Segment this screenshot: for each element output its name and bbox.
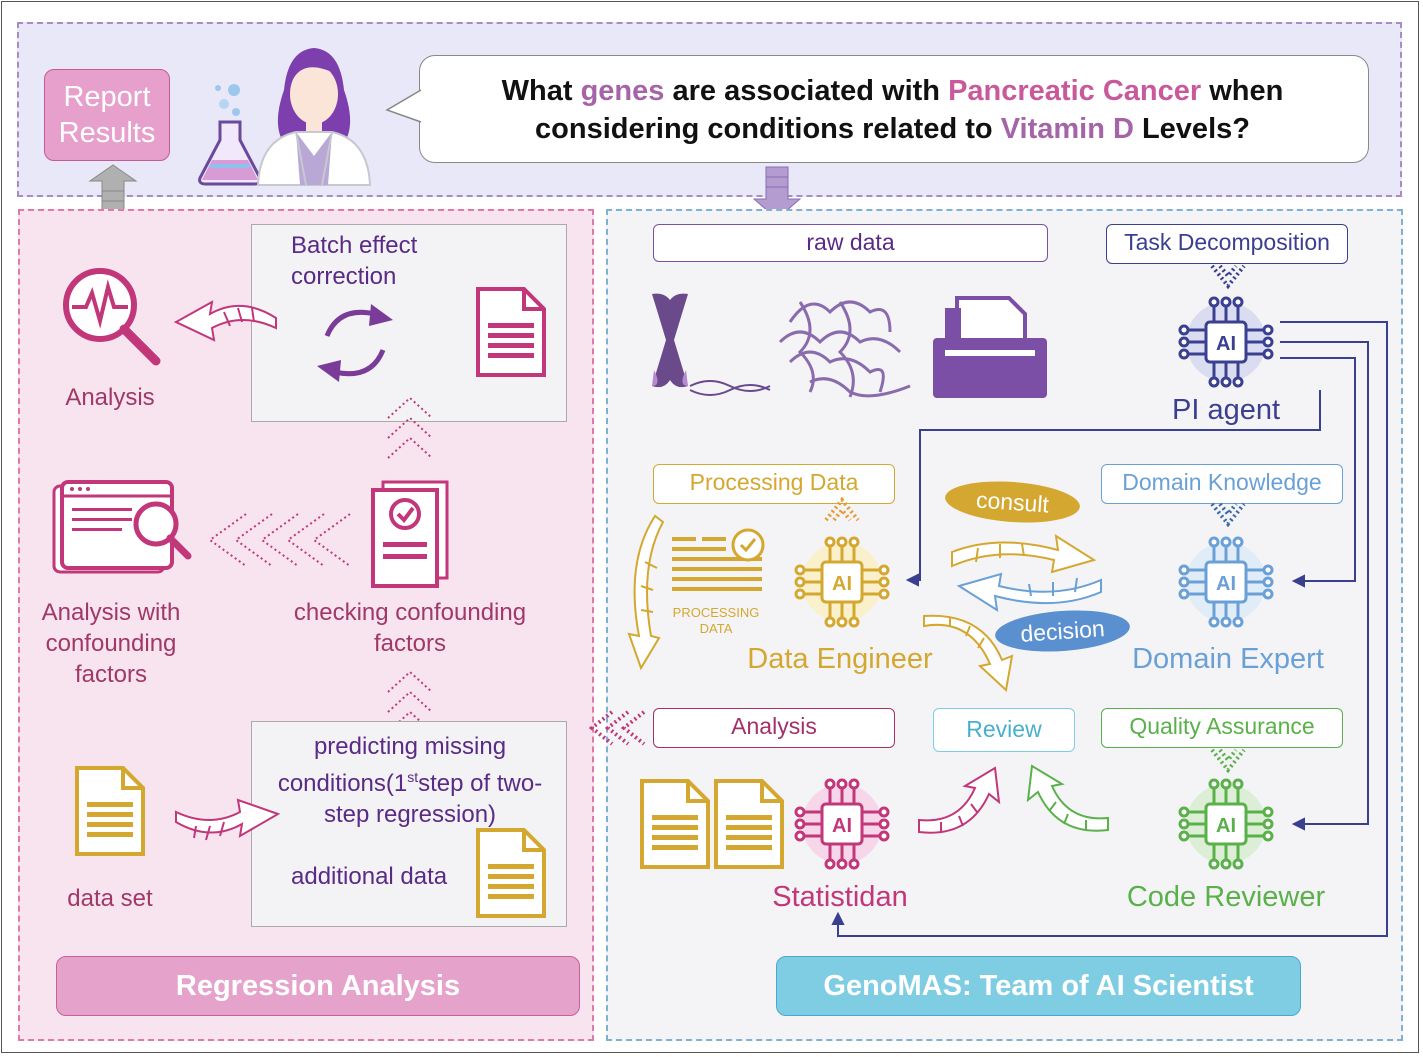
question-text: when considering conditions related to [535,75,1284,145]
curved-arrow-icon [918,766,1001,834]
ai-chip-icon: AI [794,536,890,628]
consult-arrow-icon [951,533,1097,574]
predicting-sup: st [407,769,419,785]
question-text: are associated with [664,75,949,107]
question-text: What [501,75,581,107]
quality-assurance-tag: Quality Assurance [1101,708,1343,748]
ai-chip-icon: AI [1178,296,1274,388]
pi-agent-label: PI agent [1171,394,1281,426]
predicting-label: predicting missing conditions(1ststep of… [262,731,558,830]
regression-analysis-footer: Regression Analysis [56,956,580,1016]
raw-data-tag: raw data [653,224,1048,262]
document-icon [640,779,710,869]
chip-ai-text: AI [832,815,852,837]
curved-arrow-icon [1026,764,1109,832]
dotted-up-arrow-icon [824,496,860,522]
question-factor: Vitamin D [1000,113,1134,145]
pi-connector-lines [831,321,1388,937]
question-bubble [419,55,1369,163]
chip-ai-text: AI [1216,573,1236,595]
bubble-tail [385,89,422,123]
chip-ai-text: AI [832,573,852,595]
curved-down-arrow-icon [627,514,665,671]
decision-arrow-icon [956,572,1102,613]
analysis-label: Analysis [65,384,155,411]
chevron-left-icon [588,710,646,746]
browser-search-icon [52,480,192,574]
research-question: What genes are associated with Pancreati… [440,72,1345,148]
review-tag: Review [933,708,1075,752]
data-engineer-label: Data Engineer [747,643,933,675]
processing-document-icon [672,528,765,591]
flask-icon [198,84,262,186]
batch-correction-label: Batch effect correction [291,232,418,290]
chromosome-icon [652,293,771,396]
chip-ai-text: AI [1216,333,1236,355]
domain-expert-label: Domain Expert [1132,643,1324,675]
printer-icon [933,296,1047,398]
curved-arrow-icon [175,798,281,841]
chevron-up-icon [387,396,433,459]
scientist-icon [256,48,372,186]
question-genes: genes [580,75,665,107]
genomas-footer: GenoMAS: Team of AI Scientist [776,956,1301,1016]
document-icon [476,828,546,918]
predicting-text: predicting missing conditions(1 [277,733,507,797]
dotted-down-arrow-icon [1210,264,1246,290]
chip-ai-text: AI [1216,815,1236,837]
report-results-label: Report Results [58,81,156,149]
question-disease: Pancreatic Cancer [948,75,1202,107]
additional-data-label: additional data [291,863,448,890]
statistician-label: Statistidan [772,881,908,913]
refresh-icon [317,304,393,382]
dotted-down-arrow-icon [1210,502,1246,528]
predicting-text: step of two-step regression) [323,770,543,828]
protein-icon [778,300,911,398]
ai-chip-icon: AI [794,778,890,870]
dataset-document-icon [75,766,145,856]
ai-chip-icon: AI [1178,536,1274,628]
curved-arrow-icon [923,614,1014,692]
processing-doc-text: PROCESSING DATA [672,605,760,636]
report-results-box: Report Results [44,69,170,161]
analysis-confounding-label: Analysis with confounding factors [41,599,181,688]
domain-knowledge-tag: Domain Knowledge [1101,464,1343,504]
question-text: Levels? [1133,113,1250,145]
chevron-left-icon [208,513,351,567]
curved-arrow-icon [173,300,277,342]
document-icon [714,779,784,869]
magnifier-chart-icon [63,268,161,366]
ai-chip-icon: AI [1178,778,1274,870]
code-reviewer-label: Code Reviewer [1126,881,1326,913]
analysis-tag: Analysis [653,708,895,748]
checklist-icon [371,480,449,588]
processing-data-tag: Processing Data [653,464,895,504]
checking-confounding-label: checking confounding factors [293,599,527,657]
document-icon [476,287,546,377]
task-decomposition-tag: Task Decomposition [1106,224,1348,264]
dotted-down-arrow-icon [1210,748,1246,774]
dataset-label: data set [67,885,153,912]
